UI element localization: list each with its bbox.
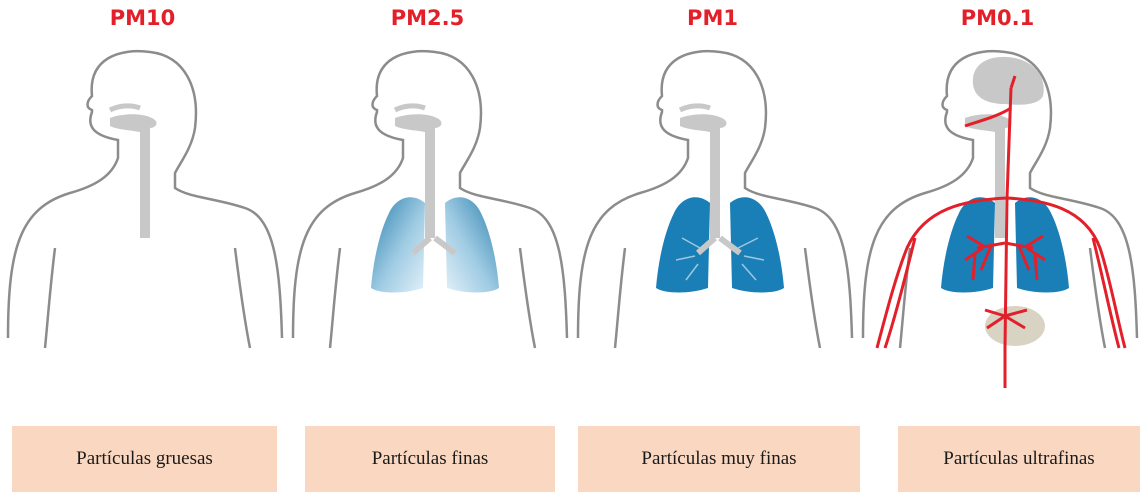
human-body-figure bbox=[855, 48, 1140, 388]
arm-outline-left bbox=[615, 248, 625, 348]
panel-pm0-1: PM0.1 Partículas ultrafinas bbox=[855, 0, 1140, 493]
nasal-cavity bbox=[680, 106, 710, 110]
lung-left bbox=[656, 197, 710, 292]
human-body-figure bbox=[0, 48, 285, 388]
panel-title: PM1 bbox=[570, 6, 855, 30]
label-box: Partículas muy finas bbox=[578, 426, 860, 492]
panel-pm10: PM10 Partículas gruesas bbox=[0, 0, 285, 493]
arm-outline-right bbox=[805, 248, 820, 348]
panel-title: PM2.5 bbox=[285, 6, 570, 30]
label-box: Partículas ultrafinas bbox=[898, 426, 1140, 492]
label-box: Partículas gruesas bbox=[12, 426, 277, 492]
panel-title: PM10 bbox=[0, 6, 285, 30]
nasal-cavity bbox=[110, 106, 140, 110]
lung-left bbox=[371, 197, 425, 292]
lung-right bbox=[445, 197, 499, 292]
airway bbox=[110, 114, 156, 238]
arm-outline-left bbox=[330, 248, 340, 348]
human-body-figure bbox=[285, 48, 570, 388]
panel-pm2-5: PM2.5 Partículas finas bbox=[285, 0, 570, 493]
arm-outline-right bbox=[520, 248, 535, 348]
human-body-figure bbox=[570, 48, 855, 388]
panel-pm1: PM1 Partículas muy finas bbox=[570, 0, 855, 493]
nasal-cavity bbox=[395, 106, 425, 110]
arm-outline-left bbox=[45, 248, 55, 348]
panel-title: PM0.1 bbox=[855, 6, 1140, 30]
label-box: Partículas finas bbox=[305, 426, 555, 492]
arm-outline-right bbox=[235, 248, 250, 348]
lung-right bbox=[730, 197, 784, 292]
